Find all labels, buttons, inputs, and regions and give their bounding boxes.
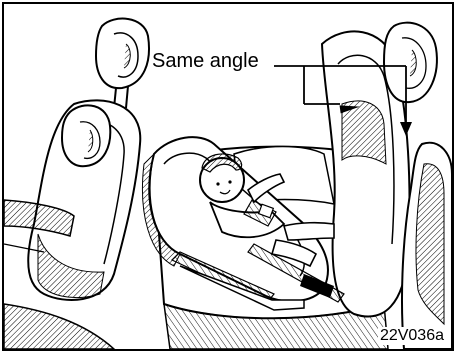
illustration-frame: Same angle 22V036a bbox=[2, 2, 454, 351]
right-headrest bbox=[384, 23, 437, 102]
figure-code: 22V036a bbox=[378, 327, 446, 345]
same-angle-label: Same angle bbox=[152, 51, 259, 71]
left-rear-headrest bbox=[62, 105, 110, 166]
left-front-headrest bbox=[96, 19, 149, 108]
